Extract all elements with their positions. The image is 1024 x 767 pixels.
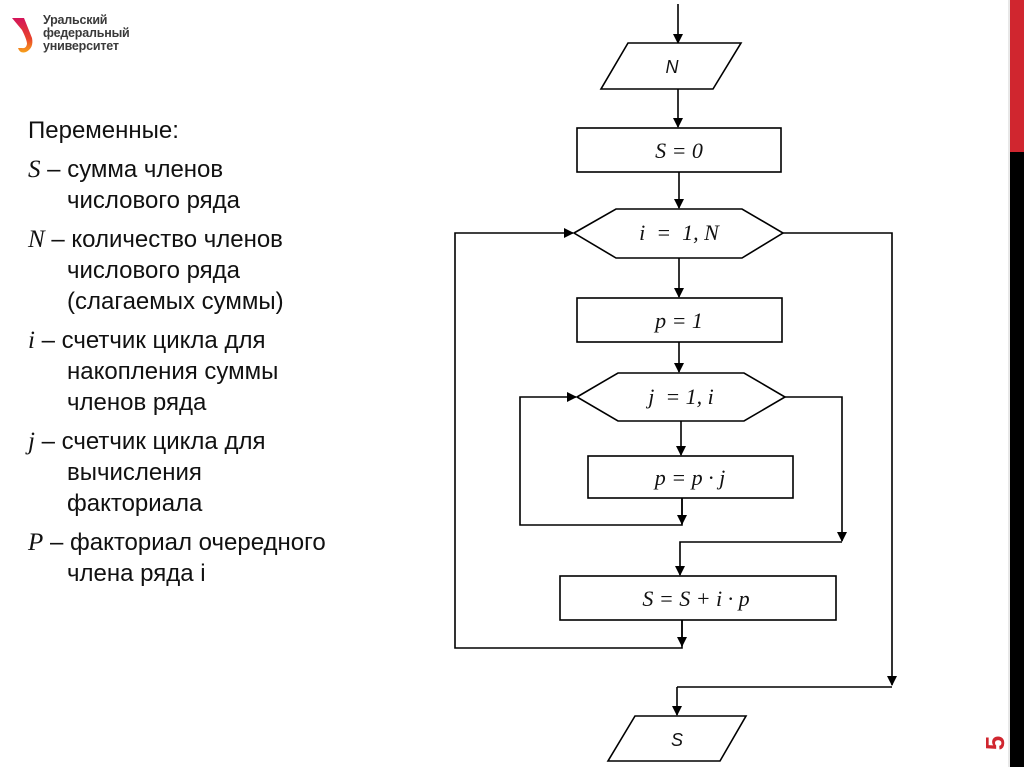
variable-item: P – факториал очередного члена ряда i <box>28 527 408 589</box>
urfu-logo-icon <box>12 18 33 53</box>
input-block-shape <box>599 42 743 90</box>
variable-symbol: P <box>28 529 44 556</box>
variable-symbol: j <box>28 428 35 455</box>
init-p-label: p = 1 <box>653 308 703 333</box>
variable-item: i – счетчик цикла для накопления суммы ч… <box>28 325 408 418</box>
side-bar <box>1010 152 1024 767</box>
variable-description: – счетчик цикла для <box>41 327 266 354</box>
process-block-shape <box>576 127 782 173</box>
variable-item: j – счетчик цикла для вычисления фактори… <box>28 426 408 519</box>
variable-symbol: S <box>28 156 41 183</box>
loop-exit-line <box>785 396 847 542</box>
process-block-shape <box>559 575 837 621</box>
output-block-label: S <box>671 730 683 750</box>
logo-text: Уральский федеральный университет <box>43 14 130 53</box>
variable-symbol: i <box>28 327 35 354</box>
variable-description-cont: вычисления <box>67 459 202 486</box>
variable-description: – сумма членов <box>47 156 224 183</box>
flow-arrow <box>675 541 842 576</box>
slide-edge <box>1008 0 1010 767</box>
variable-description: – количество членов <box>51 226 283 253</box>
accumulate-label: S = S + i · p <box>642 586 749 611</box>
variable-symbol: N <box>28 226 45 253</box>
variables-list: Переменные: S – сумма членов числового р… <box>28 115 408 597</box>
page-number: 5 <box>980 735 1010 751</box>
logo-line: федеральный <box>43 26 130 40</box>
variable-description-cont: членов ряда <box>67 389 207 416</box>
output-block-shape <box>606 715 748 762</box>
inner-loop-label: j = 1, i <box>645 384 714 409</box>
variable-description-cont: (слагаемых суммы) <box>67 288 284 315</box>
variable-description-cont: числового ряда <box>67 187 241 214</box>
variable-description-cont: накопления суммы <box>67 358 279 385</box>
logo-line: университет <box>43 39 119 53</box>
variable-description-cont: факториала <box>67 490 203 517</box>
variable-description: – факториал очередного <box>49 529 326 556</box>
variable-item: S – сумма членов числового ряда <box>28 154 408 216</box>
input-block-label: N <box>666 57 680 77</box>
university-logo: Уральский федеральный университет <box>10 12 160 62</box>
loop-exit-line <box>783 232 897 686</box>
logo-line: Уральский <box>43 13 108 27</box>
init-sum-label: S = 0 <box>655 138 703 163</box>
variable-description-cont: члена ряда i <box>67 560 206 587</box>
variables-heading: Переменные: <box>28 117 179 144</box>
variable-description: – счетчик цикла для <box>41 428 266 455</box>
accent-bar <box>1010 0 1024 152</box>
variable-item: N – количество членов числового ряда (сл… <box>28 224 408 317</box>
outer-loop-label: i = 1, N <box>639 220 720 245</box>
process-block-shape <box>587 455 794 499</box>
multiply-label: p = p · j <box>653 465 725 490</box>
process-block-shape <box>576 297 783 343</box>
variable-description-cont: числового ряда <box>67 257 241 284</box>
